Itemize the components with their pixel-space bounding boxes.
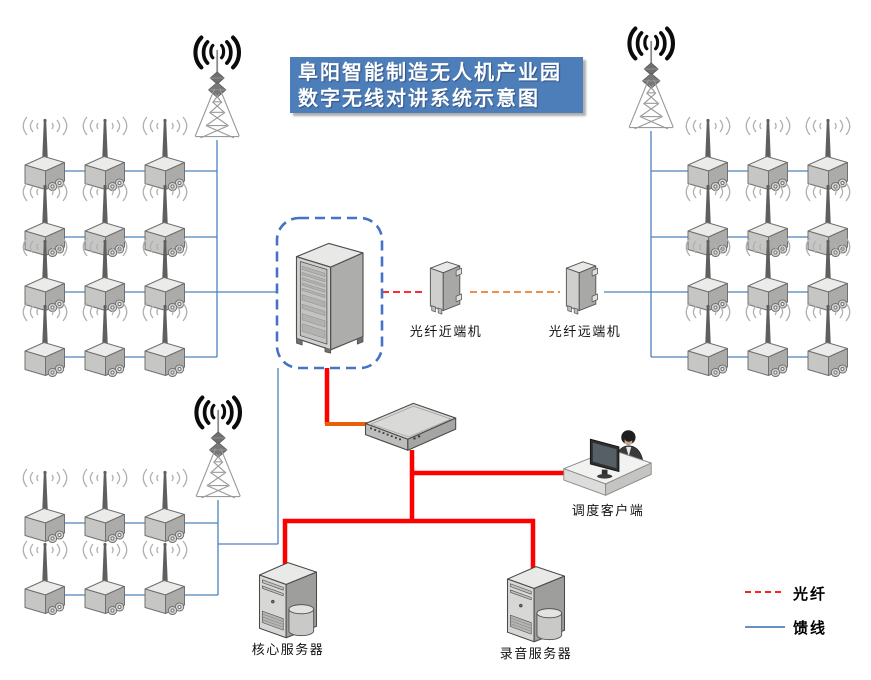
repeater-device bbox=[22, 116, 68, 192]
repeater-device bbox=[22, 468, 68, 544]
lan-line-to-servers bbox=[282, 518, 536, 572]
repeater-device bbox=[685, 116, 731, 192]
dispatch-client-label: 调度客户端 bbox=[571, 504, 645, 519]
repeater-device bbox=[142, 302, 188, 378]
legend-fiber-label: 光纤 bbox=[793, 585, 828, 603]
repeater-device bbox=[22, 302, 68, 378]
base-station-dashed-box bbox=[275, 216, 384, 370]
repeater-device bbox=[142, 468, 188, 544]
radio-tower-top-left bbox=[195, 38, 239, 138]
repeater-device bbox=[745, 302, 791, 378]
repeater-device bbox=[805, 302, 851, 378]
repeater-device bbox=[142, 116, 188, 192]
title-line-1: 阜阳智能制造无人机产业园 bbox=[298, 60, 562, 84]
diagram-title: 阜阳智能制造无人机产业园 数字无线对讲系统示意图 bbox=[290, 57, 583, 113]
fiber-near-end-label: 光纤近端机 bbox=[409, 325, 483, 340]
repeater-device bbox=[22, 540, 68, 616]
repeater-device bbox=[82, 116, 128, 192]
radio-tower-bottom-left bbox=[196, 398, 240, 498]
repeater-device bbox=[685, 302, 731, 378]
repeater-device bbox=[82, 540, 128, 616]
fiber-far-end-label: 光纤远端机 bbox=[548, 325, 622, 340]
repeater-device bbox=[82, 468, 128, 544]
core-server-label: 核心服务器 bbox=[251, 643, 325, 658]
core-server bbox=[258, 562, 318, 639]
repeater-device bbox=[805, 116, 851, 192]
repeater-device bbox=[82, 302, 128, 378]
central-rack-cabinet bbox=[295, 242, 364, 354]
left-antenna-grid bbox=[22, 116, 188, 378]
fiber-near-end-unit bbox=[429, 261, 463, 315]
radio-tower-top-right bbox=[629, 29, 673, 129]
bottom-left-antenna-grid bbox=[22, 468, 188, 616]
fiber-far-end-unit bbox=[565, 261, 599, 315]
right-antenna-grid bbox=[685, 116, 851, 378]
repeater-device bbox=[142, 540, 188, 616]
ethernet-switch bbox=[364, 402, 457, 451]
repeater-device bbox=[745, 116, 791, 192]
recording-server-label: 录音服务器 bbox=[499, 647, 573, 662]
legend-feeder-label: 馈线 bbox=[793, 619, 828, 637]
dispatch-client-desk bbox=[563, 429, 652, 496]
title-line-2: 数字无线对讲系统示意图 bbox=[298, 86, 540, 110]
recording-server bbox=[506, 566, 566, 643]
